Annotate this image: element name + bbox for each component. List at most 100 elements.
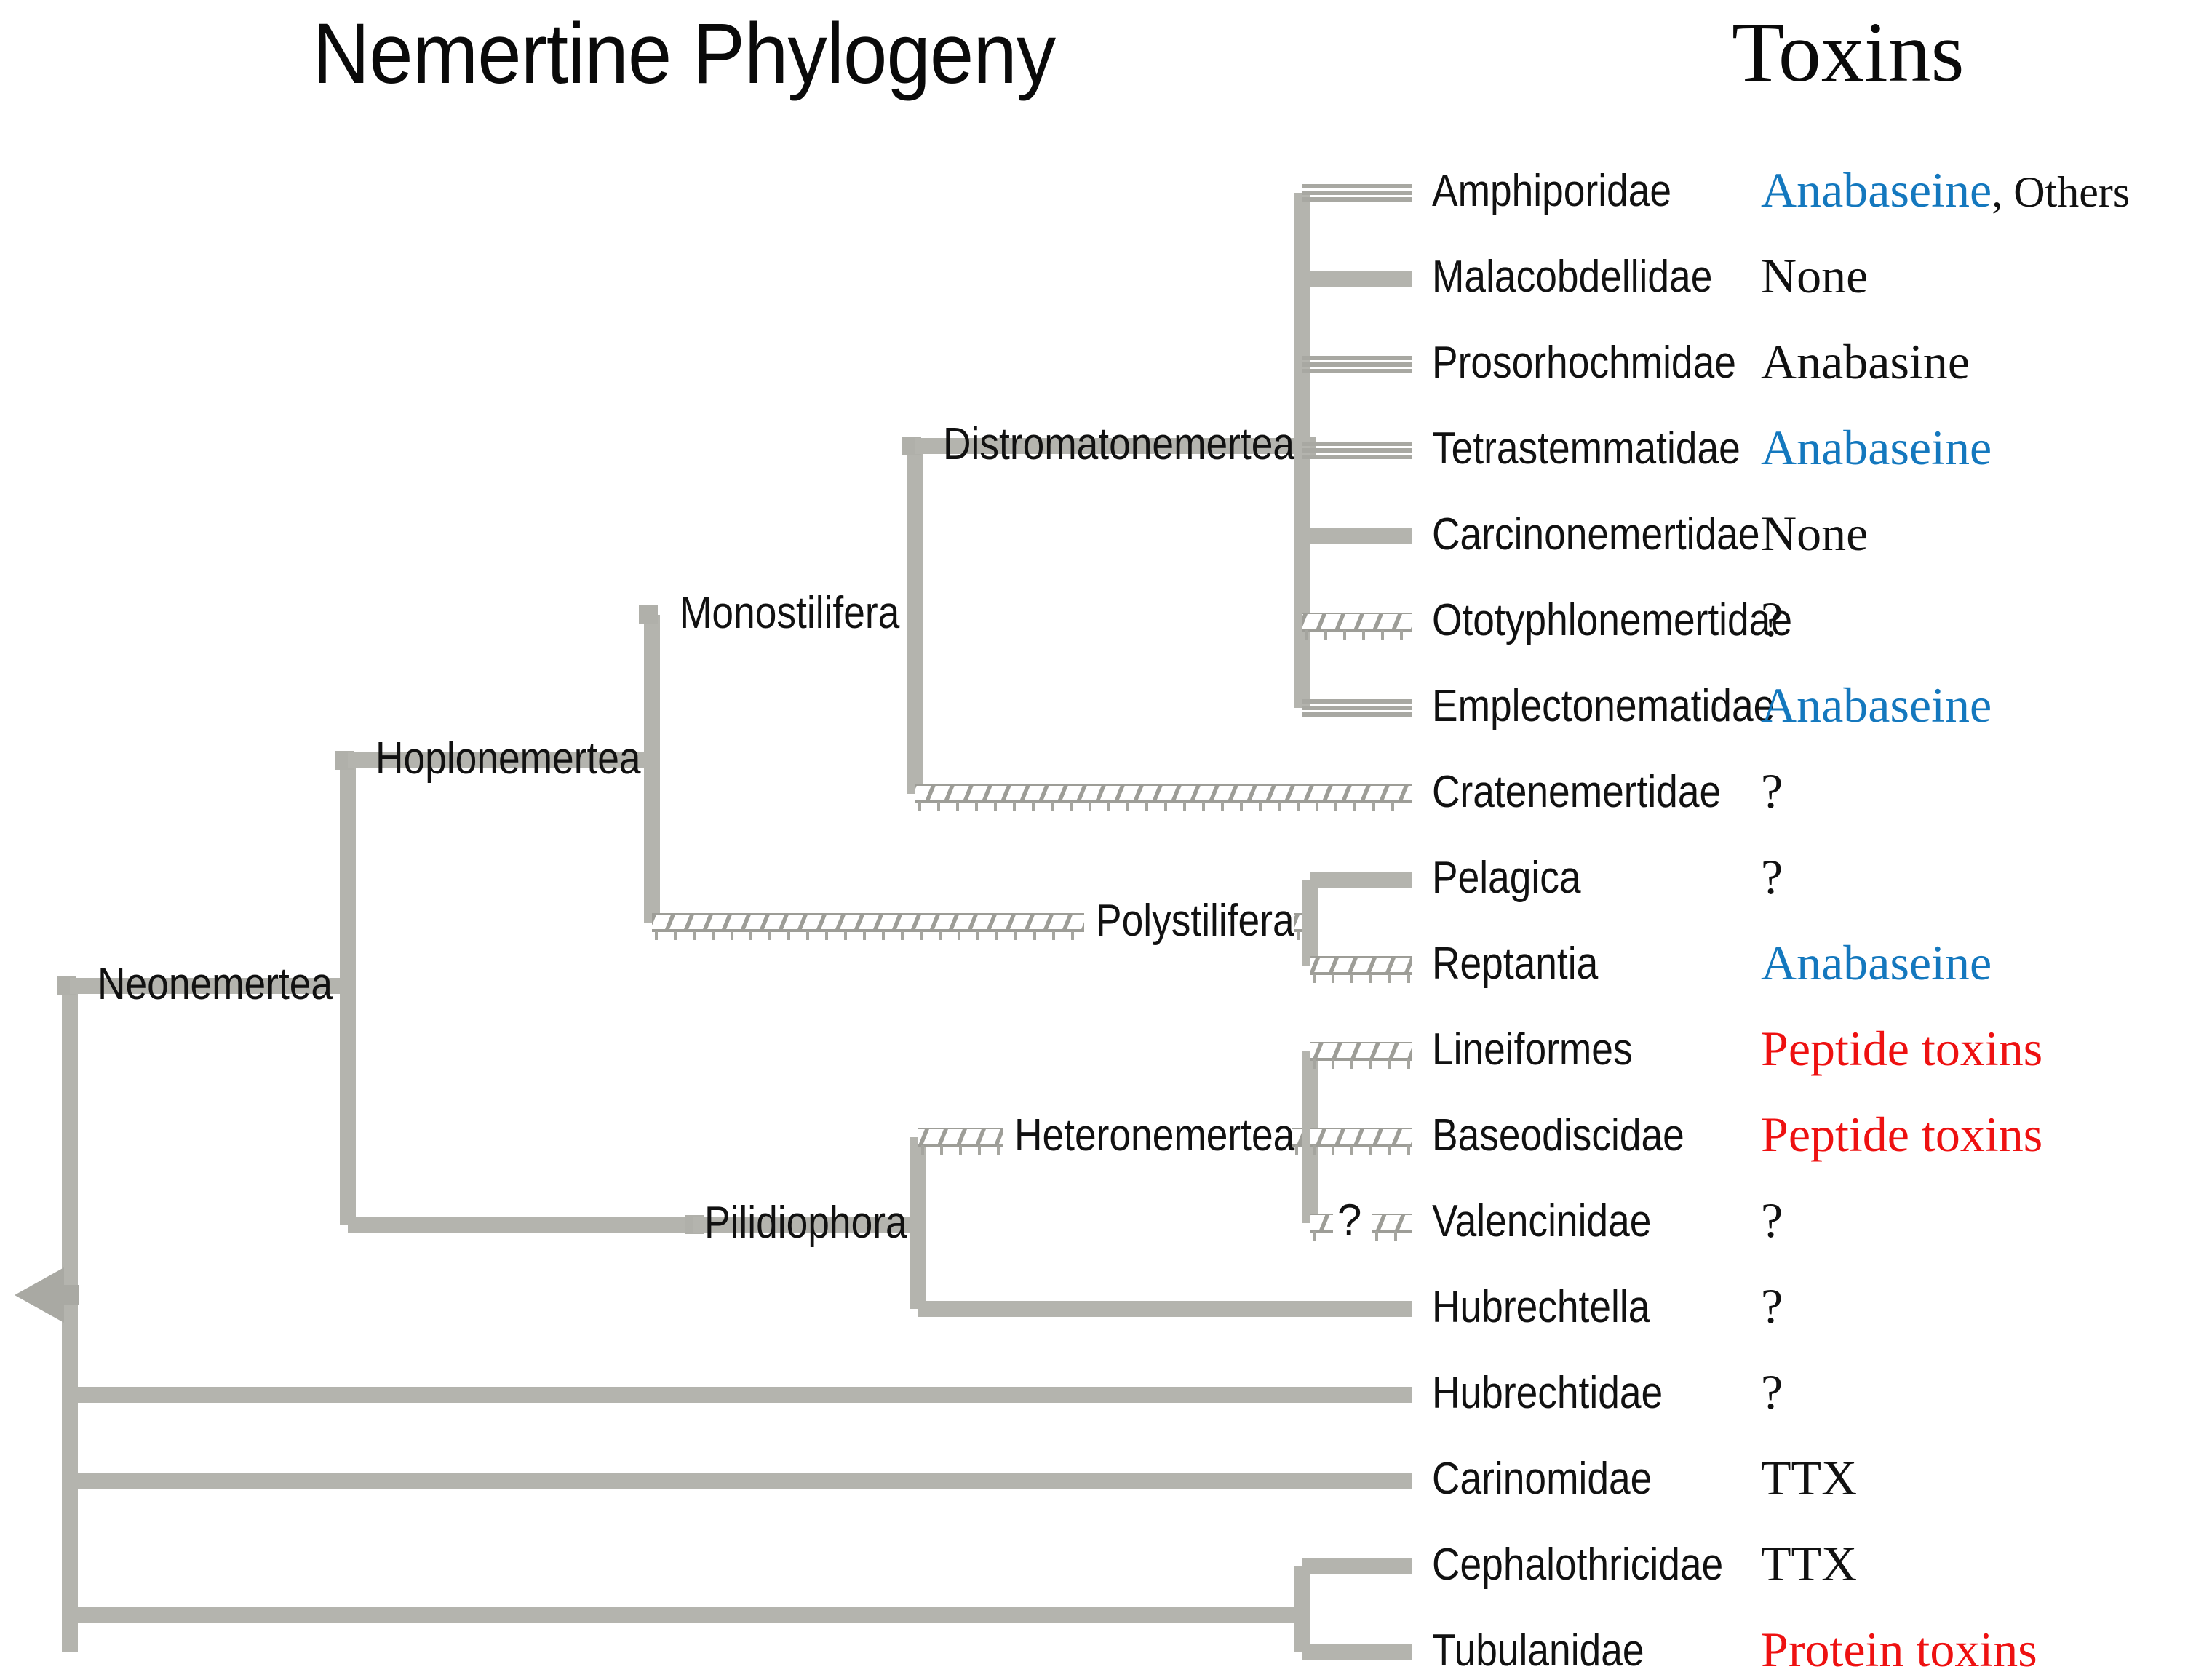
branch-hatch-tick [1324, 630, 1327, 640]
branch-hatch-bottom [652, 929, 1084, 932]
branch-hatch-tick [768, 931, 771, 940]
branch-solid [70, 1387, 1412, 1403]
branch-vertical [62, 986, 78, 1652]
taxon-label: Baseodiscidae [1432, 1110, 1684, 1161]
branch-hatch-bottom [1302, 629, 1412, 632]
toxin-value: ? [1761, 594, 1783, 644]
branch-hatch-tick [1332, 1059, 1334, 1069]
toxin-primary: None [1761, 248, 1869, 303]
taxon-label: Prosorhochmidae [1432, 338, 1736, 388]
branch-hatch-tick [655, 931, 658, 940]
branch-triple-line [1302, 712, 1412, 717]
clade-label-pilidiophora: Pilidiophora [704, 1198, 907, 1248]
branch-hatch-tick [1183, 802, 1186, 811]
branch-hatch-bottom [1310, 1230, 1333, 1233]
branch-triple-line [1302, 362, 1412, 367]
branch-hatch-tick [882, 931, 885, 940]
branch-triple-line [1302, 369, 1412, 373]
branch-hatch-tick [1202, 802, 1205, 811]
branch-hatch-tick [997, 1145, 1000, 1155]
branch-hatch-tick [1391, 802, 1394, 811]
branch-hatch-tick [1089, 802, 1091, 811]
branch-vertical [340, 760, 356, 1225]
branch-vertical [1302, 880, 1318, 966]
toxin-primary: ? [1761, 1278, 1783, 1334]
branch-hatch-fill [1302, 614, 1412, 629]
branch-triple-line [1302, 448, 1412, 453]
toxin-value: Anabaseine [1761, 680, 1992, 730]
branch-hatch-bottom [1310, 1058, 1412, 1061]
toxin-primary: Peptide toxins [1761, 1021, 2043, 1076]
taxon-label: Reptantia [1432, 939, 1599, 989]
branch-triple-line [1302, 184, 1412, 188]
branch-hatch-tick [1032, 802, 1035, 811]
clade-label-heteronemertea: Heteronemertea [1014, 1110, 1295, 1161]
branch-hatch-tick [825, 931, 828, 940]
branch-solid [1302, 1644, 1412, 1660]
branch-hatch-tick [1400, 630, 1403, 640]
branch-solid [1302, 1558, 1412, 1574]
branch-hatch-tick [1375, 1231, 1378, 1241]
branch-hatch-fill [652, 915, 1084, 929]
taxon-label: Amphiporidae [1432, 166, 1672, 216]
toxin-value: ? [1761, 766, 1783, 816]
toxin-value: None [1761, 251, 1868, 300]
branch-hatch-tick [1372, 802, 1375, 811]
branch-hatch-tick [1369, 1145, 1372, 1155]
branch-hatch-tick [1071, 931, 1074, 940]
branch-hatch-tick [1388, 1145, 1391, 1155]
toxin-primary: ? [1761, 763, 1783, 819]
toxin-value: TTX [1761, 1539, 1857, 1588]
branch-hatch-tick [1297, 931, 1300, 940]
branch-hatch-tick [1394, 1231, 1397, 1241]
branch-solid [918, 1301, 1412, 1317]
branch-hatch-tick [1052, 931, 1055, 940]
branch-triple-line [1302, 197, 1412, 202]
taxon-label: Carcinonemertidae [1432, 509, 1760, 560]
branch-hatch-tick [921, 1145, 924, 1155]
branch-hatch-tick [1313, 1231, 1316, 1241]
toxin-value: None [1761, 509, 1868, 558]
branch-hatch-tick [956, 802, 959, 811]
branch-hatch-tick [1070, 802, 1073, 811]
branch-hatch-tick [749, 931, 752, 940]
branch-triple-line [1302, 455, 1412, 459]
toxin-primary: TTX [1761, 1536, 1858, 1591]
taxon-label: Carinomidae [1432, 1454, 1652, 1504]
branch-hatch-fill [915, 786, 1412, 800]
branch-hatch-tick [937, 802, 940, 811]
branch-hatch-tick [1362, 630, 1365, 640]
branch-hatch-tick [978, 1145, 981, 1155]
branch-hatch-tick [1407, 1059, 1410, 1069]
branch-hatch-tick [863, 931, 866, 940]
branch-hatch-tick [1164, 802, 1167, 811]
branch-hatch-tick [1221, 802, 1224, 811]
branch-hatch-tick [1014, 931, 1017, 940]
branch-hatch-fill [918, 1129, 1003, 1144]
toxin-suffix: , Others [1992, 168, 2131, 216]
branch-hatch-tick [958, 931, 960, 940]
branch-hatch-tick [1407, 1145, 1410, 1155]
branch-triple-line [1302, 442, 1412, 446]
branch-hatch-tick [1313, 974, 1316, 983]
toxin-value: Protein toxins [1761, 1625, 2037, 1674]
branch-hatch-tick [940, 1145, 943, 1155]
branch-solid [70, 1473, 1412, 1489]
branch-hatch-tick [731, 931, 733, 940]
taxon-label: Pelagica [1432, 853, 1581, 903]
taxon-label: Tetrastemmatidae [1432, 423, 1740, 474]
branch-hatch-tick [712, 931, 715, 940]
branch-hatch-tick [994, 802, 997, 811]
branch-hatch-bottom [1310, 972, 1412, 975]
toxin-primary: ? [1761, 1364, 1783, 1420]
branch-solid [70, 1607, 1302, 1623]
branch-hatch-fill [1310, 1215, 1333, 1230]
branch-hatch-tick [1313, 1059, 1316, 1069]
root-arrow-stem [57, 1285, 79, 1305]
toxin-value: ? [1761, 1281, 1783, 1331]
uncertainty-question-mark: ? [1337, 1195, 1362, 1244]
toxin-primary: Peptide toxins [1761, 1107, 2043, 1162]
taxon-label: Lineiformes [1432, 1024, 1633, 1075]
